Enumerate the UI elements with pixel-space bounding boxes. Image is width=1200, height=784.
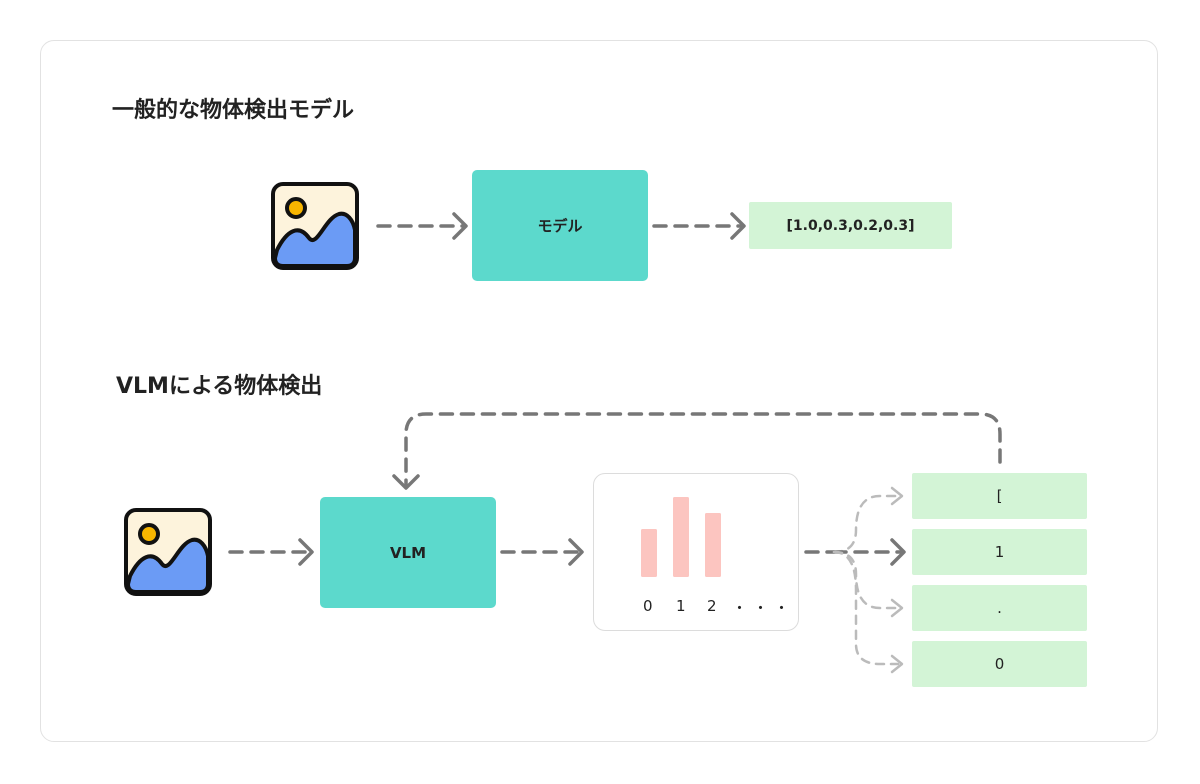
token-box: 0 [912,641,1087,687]
probability-bar [672,496,689,577]
token-box: [ [912,473,1087,519]
tick-label: 2 [707,597,717,615]
sampling-branches [804,486,906,674]
arrow-model-to-output [652,212,746,240]
vlm-label: VLM [389,543,427,562]
token-label: 1 [994,543,1005,561]
detection-model-box: モデル [472,170,648,281]
section-title-general-detection: 一般的な物体検出モデル [112,98,355,123]
token-label: [ [996,487,1003,505]
token-label: 0 [994,655,1005,673]
arrow-image-to-model [376,212,468,240]
probability-bar [704,512,721,577]
probability-bar [640,528,657,577]
tick-label: 1 [676,597,686,615]
image-icon [124,508,212,596]
token-box: 1 [912,529,1087,575]
tick-ellipsis: ・・・ [732,599,796,617]
arrow-vlm-to-distribution [500,538,584,566]
token-distribution-panel: 0 1 2 ・・・ [593,473,799,631]
image-icon [271,182,359,270]
bbox-output-value: [1.0,0.3,0.2,0.3] [786,217,915,234]
token-box: . [912,585,1087,631]
arrow-image-to-vlm [228,538,314,566]
vlm-box: VLM [320,497,496,608]
bbox-output-box: [1.0,0.3,0.2,0.3] [749,202,952,249]
token-label: . [997,599,1002,617]
section-title-vlm-detection: VLMによる物体検出 [116,374,323,399]
model-label: モデル [537,217,583,235]
tick-label: 0 [643,597,653,615]
distribution-chart [640,496,721,577]
feedback-loop-arrow [392,412,1002,490]
